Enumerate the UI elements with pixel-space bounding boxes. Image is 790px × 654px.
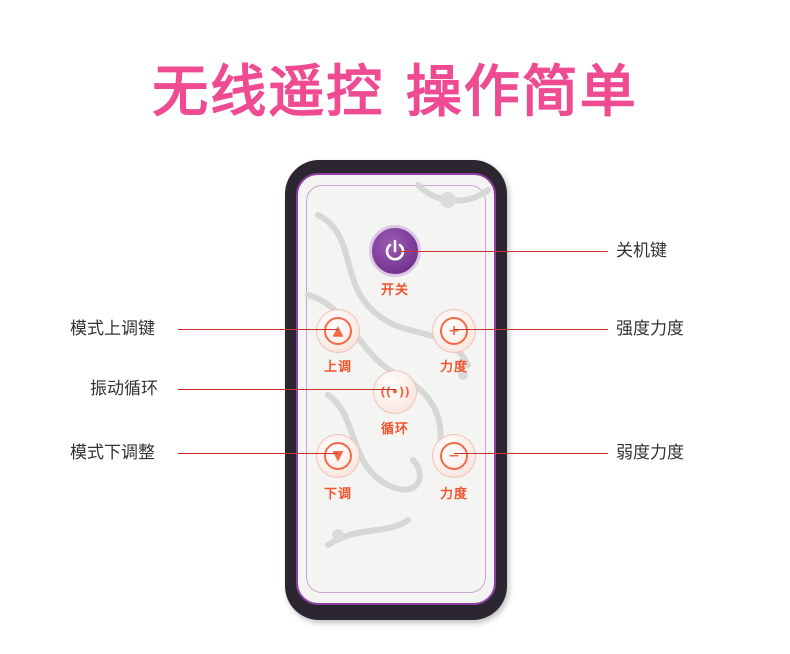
mode-down-label: 下调: [323, 487, 352, 502]
arrow-up-icon: ▲: [324, 317, 352, 345]
minus-icon: −: [440, 442, 468, 470]
arrow-down-icon: ▼: [324, 442, 352, 470]
mode-up-button[interactable]: ▲: [316, 309, 360, 353]
cycle-callout-line: [178, 389, 396, 390]
page-title: 无线遥控 操作简单: [152, 60, 638, 125]
strength-down-button[interactable]: −: [432, 434, 476, 478]
mode-up-label: 上调: [323, 360, 352, 375]
strength-up-callout-line: [454, 329, 608, 330]
mode-down-button[interactable]: ▼: [316, 434, 360, 478]
mode-down-callout: 模式下调整: [70, 443, 155, 463]
cycle-callout: 振动循环: [90, 379, 158, 399]
vibration-cycle-label: 循环: [380, 422, 409, 437]
strength-down-callout-line: [454, 453, 608, 454]
strength-down-label: 力度: [439, 487, 468, 502]
power-icon: [385, 239, 405, 261]
power-button-label: 开关: [380, 283, 409, 298]
strength-up-label: 力度: [439, 360, 468, 375]
vibration-icon: ((•)): [380, 385, 410, 399]
strength-down-callout: 弱度力度: [616, 443, 684, 463]
mode-up-callout-line: [178, 329, 338, 330]
mode-up-callout: 模式上调键: [70, 319, 155, 339]
strength-up-button[interactable]: +: [432, 309, 476, 353]
power-callout: 关机键: [616, 241, 667, 261]
plus-icon: +: [440, 317, 468, 345]
mode-down-callout-line: [178, 453, 338, 454]
vibration-cycle-button[interactable]: ((•)): [373, 370, 417, 414]
power-callout-line: [398, 251, 608, 252]
strength-up-callout: 强度力度: [616, 319, 684, 339]
